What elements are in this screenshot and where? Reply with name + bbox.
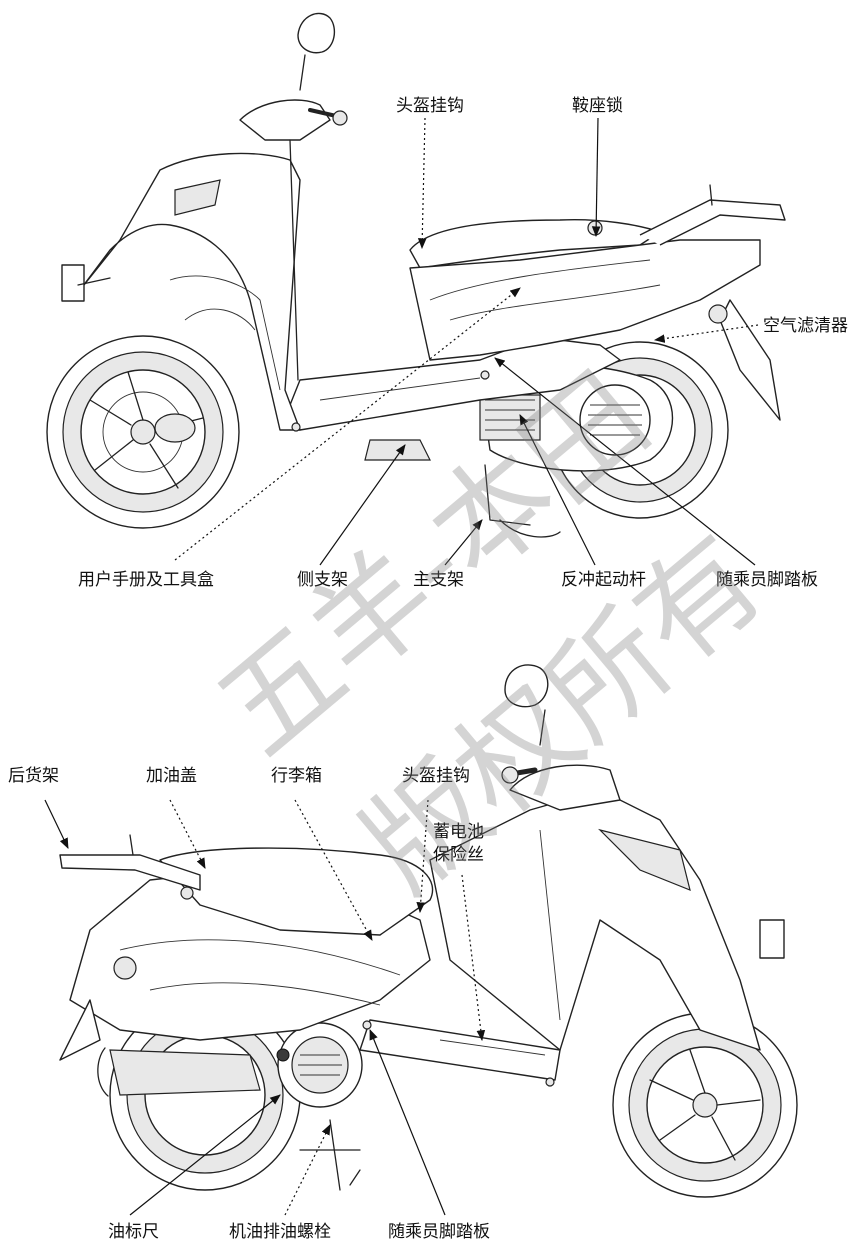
label-main-stand: 主支架 <box>413 570 464 590</box>
label-rear-carrier: 后货架 <box>8 766 59 786</box>
label-battery: 蓄电池 <box>433 822 484 842</box>
label-manual-toolbox: 用户手册及工具盒 <box>78 570 214 590</box>
label-oil-dipstick: 油标尺 <box>108 1222 159 1242</box>
front-wheel-bottom <box>612 1012 798 1198</box>
leader-seat-lock <box>591 117 601 238</box>
label-fuse: 保险丝 <box>433 845 484 865</box>
leader-main-stand <box>444 519 483 566</box>
leader-rear-carrier <box>44 799 69 849</box>
scooter-top-illustration <box>46 12 786 538</box>
label-air-cleaner: 空气滤清器 <box>763 316 848 336</box>
leader-helmet-hook-bottom <box>416 799 429 914</box>
leader-air-cleaner <box>653 324 759 343</box>
leader-kick-starter <box>519 414 596 566</box>
leader-passenger-footrest-bottom <box>369 1028 446 1216</box>
label-helmet-hook-top: 头盔挂钩 <box>396 96 464 116</box>
label-luggage-box: 行李箱 <box>271 766 322 786</box>
label-kick-starter: 反冲起动杆 <box>561 570 646 590</box>
label-passenger-footrest-top: 随乘员脚踏板 <box>716 570 818 590</box>
leader-luggage-box <box>294 799 373 941</box>
label-fuel-cap: 加油盖 <box>146 766 197 786</box>
label-side-stand: 侧支架 <box>297 570 348 590</box>
label-helmet-hook-bottom: 头盔挂钩 <box>402 766 470 786</box>
leader-manual-toolbox <box>174 287 521 561</box>
label-passenger-footrest-bottom: 随乘员脚踏板 <box>388 1222 490 1242</box>
leader-passenger-footrest-top <box>494 357 756 566</box>
label-seat-lock: 鞍座锁 <box>572 96 623 116</box>
leader-side-stand <box>319 444 406 566</box>
leader-helmet-hook-top <box>417 117 427 250</box>
front-wheel-top <box>46 335 240 529</box>
leader-oil-dipstick <box>129 1094 281 1216</box>
scooter-bottom-illustration <box>59 664 798 1198</box>
label-oil-drain-bolt: 机油排油螺栓 <box>229 1222 331 1242</box>
leader-oil-drain-bolt <box>284 1124 331 1216</box>
